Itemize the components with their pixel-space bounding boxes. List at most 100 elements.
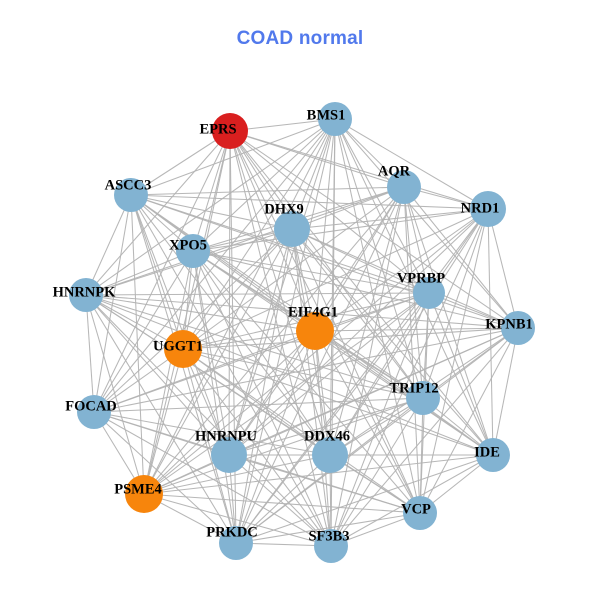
graph-node-label-ide: IDE [474,444,500,460]
graph-edge [93,397,424,413]
graph-edge [192,118,336,252]
graph-node-label-vprbp: VPRBP [397,270,445,286]
graph-node-label-sf3b3: SF3B3 [308,528,349,544]
graph-node-focad[interactable] [77,395,111,429]
graph-edge [182,330,316,350]
graph-edge [291,186,405,230]
graph-node-ascc3[interactable] [114,178,148,212]
graph-edge [403,186,519,329]
graph-edge [85,294,145,495]
graph-edge [334,118,489,210]
graph-edge [130,194,145,495]
graph-edge [487,208,519,329]
graph-node-uggt1[interactable] [164,330,202,368]
page-title: COAD normal [236,28,364,49]
graph-node-label-focad: FOCAD [65,398,117,414]
graph-edge [235,228,293,544]
graph-node-label-xpo5: XPO5 [169,237,207,253]
graph-node-hnrnpk[interactable] [69,278,103,312]
graph-edge [130,194,430,294]
graph-edge [143,493,332,547]
graph-edge [182,130,231,350]
graph-edge [85,194,132,296]
graph-node-xpo5[interactable] [176,234,210,268]
graph-edge [182,348,237,544]
graph-edge [85,294,519,329]
graph-edge [291,228,494,456]
graph-edge [130,194,237,544]
graph-edge [85,294,494,456]
graph-node-bms1[interactable] [318,102,352,136]
nodes-layer [69,102,535,563]
graph-edge [235,208,489,544]
graph-edge [143,250,194,495]
graph-edge [314,330,421,514]
graph-node-label-dhx9: DHX9 [264,201,303,217]
graph-edge [228,397,424,456]
graph-node-eif4g1[interactable] [296,312,334,350]
graph-edge [330,208,489,547]
graph-node-nrd1[interactable] [470,191,506,227]
graph-edge [143,348,184,495]
graph-edge [403,186,430,294]
graph-edge [334,118,494,456]
graph-edge [291,228,430,294]
graph-node-vcp[interactable] [403,496,437,530]
graph-edge [403,186,421,514]
graph-edge [229,130,293,230]
graph-node-hnrnpu[interactable] [211,437,247,473]
graph-edge [235,330,316,544]
graph-edge [192,208,489,252]
graph-edge [143,330,316,495]
graph-edge [182,118,336,350]
graph-edge [85,250,194,296]
graph-node-label-eif4g1: EIF4G1 [288,304,338,320]
labels-layer: EPRSBMS1AQRNRD1ASCC3DHX9XPO5VPRBPHNRNPKE… [53,107,533,544]
graph-node-vprbp[interactable] [413,277,445,309]
graph-node-label-hnrnpu: HNRNPU [195,428,258,444]
graph-edge [330,292,430,547]
graph-edge [182,186,405,350]
graph-node-label-nrd1: NRD1 [461,200,500,216]
graph-node-dhx9[interactable] [274,211,310,247]
graph-edge [329,208,489,456]
graph-edge [192,250,332,547]
graph-edge [85,294,237,544]
graph-edge [330,327,519,547]
graph-edge [182,208,489,350]
graph-edge [229,130,405,188]
graph-edge [182,327,519,350]
graph-edge [487,208,494,456]
graph-node-kpnb1[interactable] [501,311,535,345]
graph-edge [235,454,494,544]
graph-edge [192,130,231,252]
graph-edge [228,454,332,547]
graph-edge [228,330,316,456]
graph-edge [192,250,230,456]
graph-edge [130,194,519,329]
graph-node-trip12[interactable] [406,381,440,415]
graph-edge [85,130,231,296]
graph-node-psme4[interactable] [125,475,163,513]
graph-edge [314,330,494,456]
graph-edge [130,130,231,196]
graph-edge [329,186,405,456]
graph-edge [329,397,424,456]
graph-node-aqr[interactable] [387,170,421,204]
graph-edge [235,512,421,544]
graph-node-sf3b3[interactable] [314,529,348,563]
graph-edge [182,228,293,350]
graph-node-ide[interactable] [476,438,510,472]
graph-edge [314,330,331,456]
graph-node-prkdc[interactable] [219,526,253,560]
graph-edge [93,411,331,456]
graph-node-label-kpnb1: KPNB1 [485,316,533,332]
graph-node-label-ddx46: DDX46 [304,428,350,444]
graph-node-label-hnrnpk: HNRNPK [53,284,117,300]
graph-edge [419,327,519,514]
graph-node-ddx46[interactable] [312,437,348,473]
graph-edge [228,208,489,456]
edges-layer [85,118,519,547]
graph-node-eprs[interactable] [212,113,248,149]
